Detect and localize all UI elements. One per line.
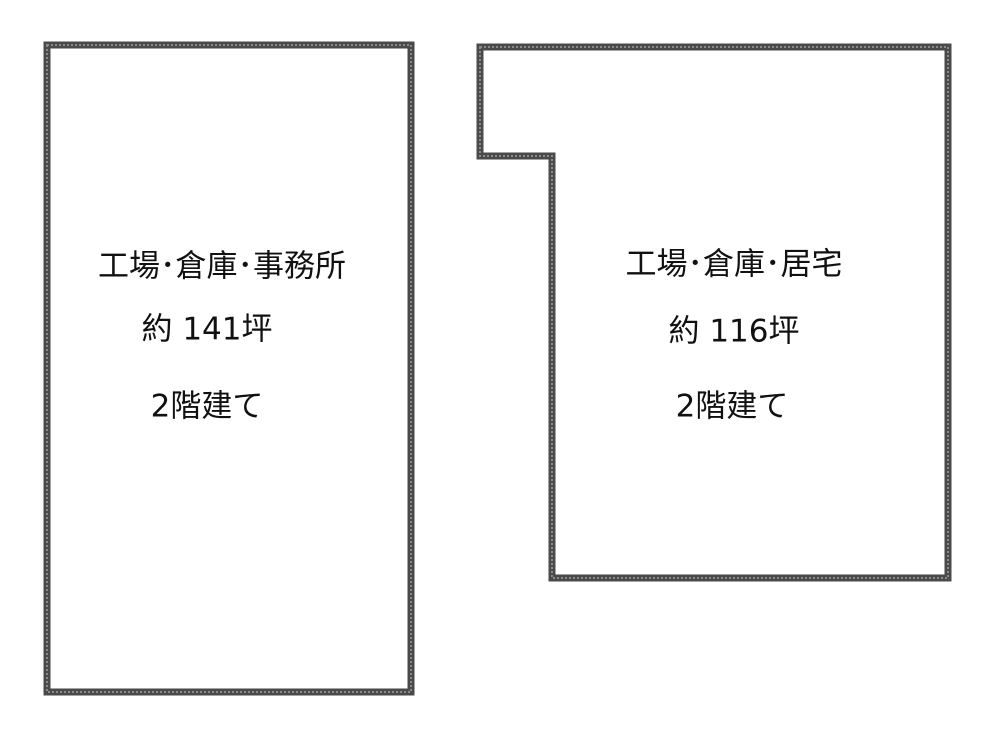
building-right-usage: 工場･倉庫･居宅 [626,247,843,283]
building-right-floors: 2階建て [676,389,789,425]
building-left-outline [43,41,415,696]
building-right-outline [476,43,952,582]
building-left-outline-texture [46,44,412,693]
building-left-floors: 2階建て [151,389,264,425]
building-right-area: 約 116坪 [668,314,799,350]
building-left: 工場･倉庫･事務所 約 141坪 2階建て [43,41,415,696]
building-left-usage: 工場･倉庫･事務所 [98,249,346,285]
building-left-area: 約 141坪 [141,312,272,348]
building-right: 工場･倉庫･居宅 約 116坪 2階建て [476,43,952,582]
building-right-outline-texture [479,46,949,579]
